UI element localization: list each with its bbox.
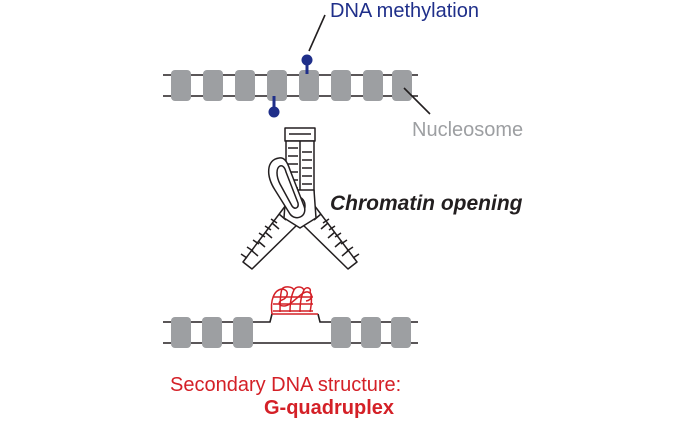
nucleosome	[235, 70, 255, 101]
nucleosome	[202, 317, 222, 348]
lollipop-marker-icon	[268, 96, 280, 118]
nucleosome	[392, 70, 412, 101]
nucleosome	[267, 70, 287, 101]
lollipop-marker-icon	[301, 54, 313, 74]
nucleosome	[361, 317, 381, 348]
nucleosome	[299, 70, 319, 101]
secondary-structure-label: Secondary DNA structure:	[170, 374, 402, 396]
nucleosome	[203, 70, 223, 101]
nucleosome	[171, 317, 191, 348]
methylation-leader-line	[308, 14, 326, 52]
bottom-dna-strand	[163, 313, 418, 348]
chromatin-opening-label: Chromatin opening	[330, 192, 523, 215]
nucleosome-label: Nucleosome	[412, 119, 524, 141]
g-quadruplex-label: G-quadruplex	[264, 397, 395, 419]
top-dna-strand	[163, 70, 418, 101]
nucleosome	[391, 317, 411, 348]
nucleosome	[233, 317, 253, 348]
g-quadruplex-icon	[270, 286, 318, 315]
nucleosome	[331, 70, 351, 101]
zipper-icon	[240, 127, 360, 270]
nucleosome-leader-line	[403, 87, 431, 115]
dna-methylation-label: DNA methylation	[330, 0, 479, 22]
nucleosome	[363, 70, 383, 101]
methylation-marks	[268, 54, 313, 118]
nucleosome	[171, 70, 191, 101]
nucleosome	[331, 317, 351, 348]
